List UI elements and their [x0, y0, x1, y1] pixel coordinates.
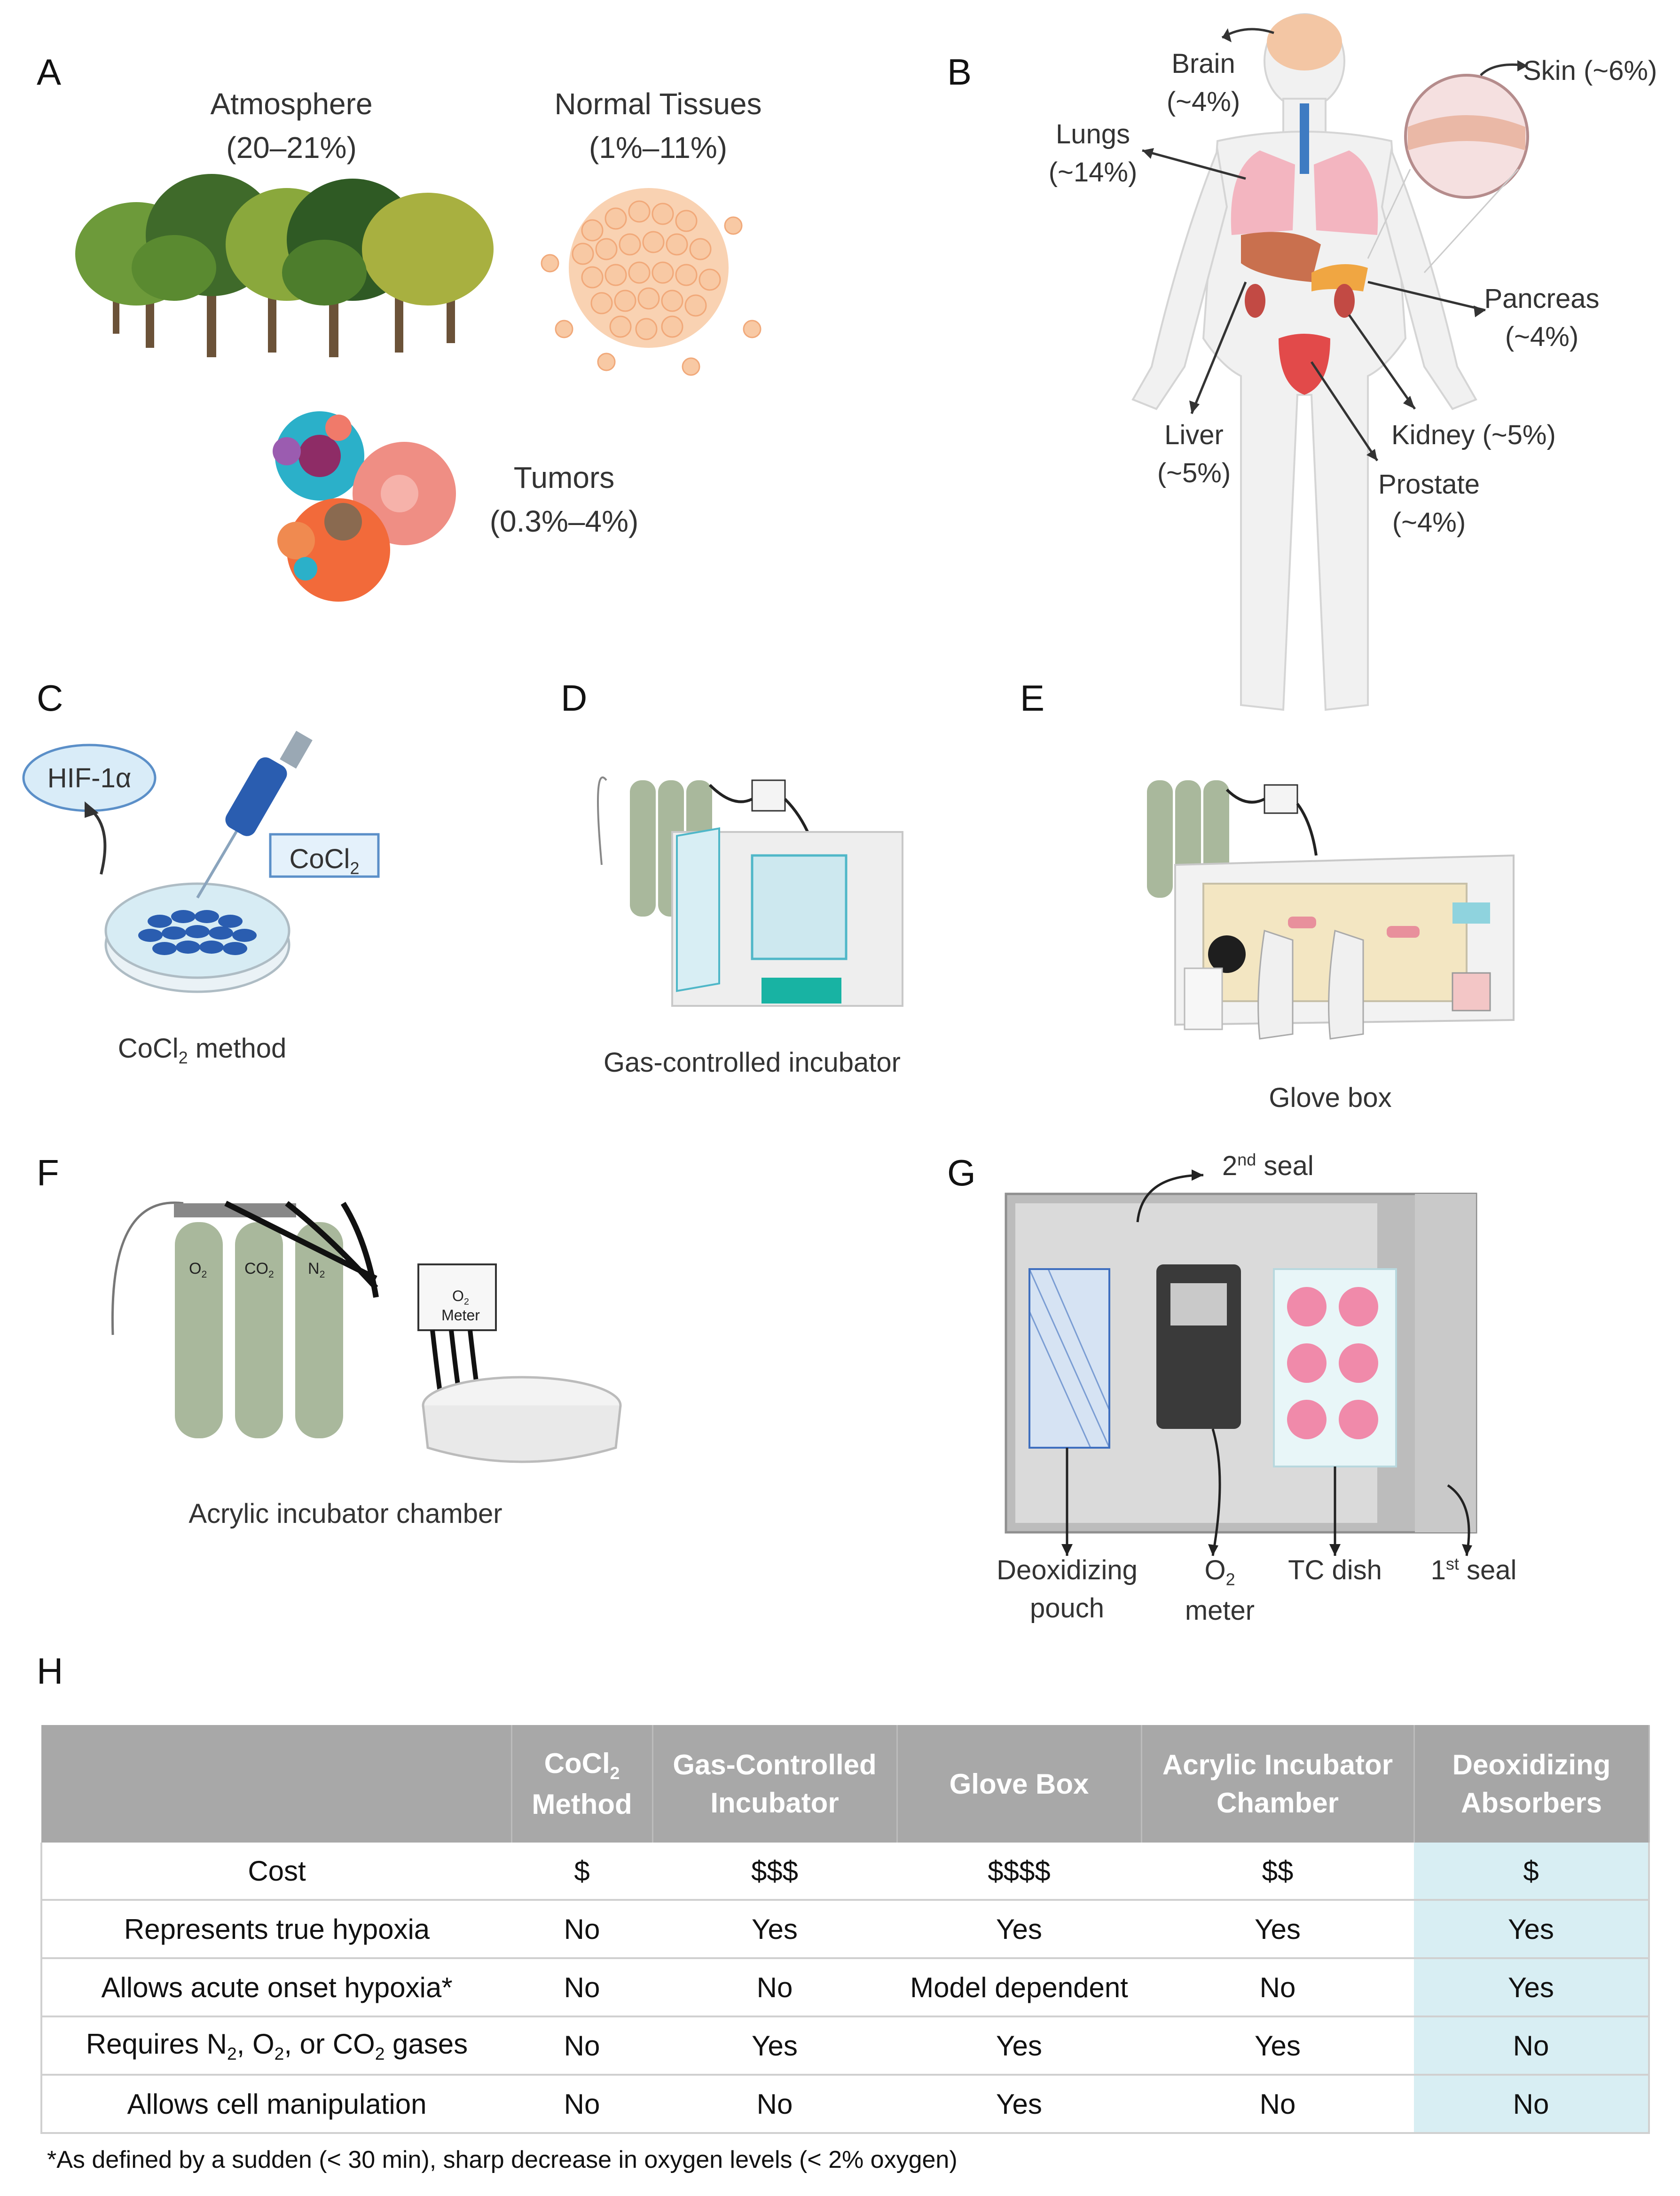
header-acrylic-incubator-chamber: Acrylic Incubator Chamber [1141, 1725, 1415, 1843]
panel-label-g: G [947, 1152, 976, 1193]
header-corner [41, 1725, 512, 1843]
table-footnote: *As defined by a sudden (< 30 min), shar… [47, 2146, 958, 2173]
brain-label: Brain(~4%) [1166, 48, 1240, 118]
gas-controlled-incubator-caption: Gas-controlled incubator [604, 1047, 901, 1078]
table-cell: Yes [897, 2075, 1141, 2134]
lungs-label: Lungs(~14%) [1048, 119, 1138, 188]
table-cell: Yes [1414, 1958, 1650, 2017]
panel-label-f: F [37, 1152, 59, 1193]
kidney-label: Kidney (~5%) [1391, 420, 1556, 450]
table-cell: No [1414, 2016, 1650, 2076]
row-label: Allows acute onset hypoxia* [40, 1958, 511, 2017]
second-seal-label: 2nd seal [1222, 1150, 1314, 1181]
acrylic-chamber-illustration [111, 1200, 622, 1463]
header-gas-controlled-incubator: Gas-Controlled Incubator [652, 1725, 898, 1843]
forest-illustration [75, 174, 494, 357]
first-seal-label: 1st seal [1430, 1554, 1517, 1585]
cocl2-illustration [22, 730, 380, 993]
tumor-cells [273, 411, 456, 602]
table-row: Allows cell manipulation No No Yes No No [40, 2075, 1650, 2134]
atmosphere-label: Atmosphere(20–21%) [210, 87, 373, 165]
table-cell: $ [511, 1843, 652, 1901]
table-cell: Yes [1141, 1900, 1414, 1959]
panel-label-b: B [947, 51, 972, 93]
table-cell: No [511, 2016, 652, 2076]
table-cell: No [652, 1958, 897, 2017]
header-deoxidizing-absorbers: Deoxidizing Absorbers [1414, 1725, 1650, 1843]
table-cell: No [1141, 2075, 1414, 2134]
table-cell: No [1414, 2075, 1650, 2134]
table-cell: No [511, 1900, 652, 1959]
normal-tissues-label: Normal Tissues(1%–11%) [554, 87, 762, 165]
table-cell: Yes [652, 1900, 897, 1959]
hypoxia-methods-table: CoCl2 Method Gas-Controlled Incubator Gl… [40, 1725, 1650, 2134]
row-label: Cost [40, 1843, 511, 1901]
tank-label-o2: O2 [189, 1260, 207, 1280]
panel-label-e: E [1020, 677, 1045, 719]
tumors-label: Tumors(0.3%–4%) [489, 461, 639, 538]
tank-label-n2: N2 [308, 1260, 325, 1280]
cocl2-method-caption: CoCl2 method [118, 1033, 287, 1067]
table-row: Requires N2, O2, or CO2 gases No Yes Yes… [40, 2016, 1650, 2076]
table-cell: Yes [897, 1900, 1141, 1959]
table-cell: $$$ [652, 1843, 897, 1901]
table-row: Allows acute onset hypoxia* No No Model … [40, 1958, 1650, 2017]
tc-dish-label: TC dish [1288, 1555, 1382, 1585]
table-header-row: CoCl2 Method Gas-Controlled Incubator Gl… [41, 1725, 1650, 1843]
row-label: Requires N2, O2, or CO2 gases [40, 2016, 511, 2076]
panel-label-c: C [37, 677, 63, 719]
skin-label: Skin (~6%) [1523, 55, 1657, 86]
table-cell: No [511, 1958, 652, 2017]
table-cell: No [511, 2075, 652, 2134]
hif-1a-label: HIF-1α [47, 763, 132, 793]
table-cell: Yes [1141, 2016, 1414, 2076]
table-cell: Model dependent [897, 1958, 1141, 2017]
table-row: Cost $ $$$ $$$$ $$ $ [40, 1843, 1650, 1901]
table-cell: Yes [1414, 1900, 1650, 1959]
row-label: Represents true hypoxia [40, 1900, 511, 1959]
human-body-illustration [1131, 13, 1529, 711]
prostate-label: Prostate(~4%) [1378, 469, 1480, 538]
glove-box-illustration [1147, 780, 1515, 1040]
pancreas-label: Pancreas(~4%) [1484, 283, 1600, 353]
panel-label-a: A [37, 51, 62, 93]
glove-box-caption: Glove box [1269, 1082, 1392, 1113]
table-cell: $$$$ [897, 1843, 1141, 1901]
table-cell: Yes [652, 2016, 897, 2076]
liver-label: Liver(~5%) [1157, 420, 1231, 489]
row-label: Allows cell manipulation [40, 2075, 511, 2134]
header-glove-box: Glove Box [897, 1725, 1142, 1843]
table-cell: No [652, 2075, 897, 2134]
table-cell: Yes [897, 2016, 1141, 2076]
panel-label-h: H [37, 1650, 63, 1692]
tank-label-co2: CO2 [244, 1260, 274, 1280]
normal-tissue-cells [541, 188, 761, 376]
panel-label-d: D [561, 677, 588, 719]
deoxidizing-pouch-illustration [1005, 1169, 1477, 1556]
gas-controlled-incubator-illustration [597, 776, 903, 1007]
table-cell: No [1141, 1958, 1414, 2017]
header-cocl2-method: CoCl2 Method [511, 1725, 653, 1843]
table-row: Represents true hypoxia No Yes Yes Yes Y… [40, 1900, 1650, 1959]
table-cell: $ [1414, 1843, 1650, 1901]
acrylic-chamber-caption: Acrylic incubator chamber [188, 1498, 502, 1529]
table-cell: $$ [1141, 1843, 1414, 1901]
cocl2-tag: CoCl2 [289, 844, 360, 878]
